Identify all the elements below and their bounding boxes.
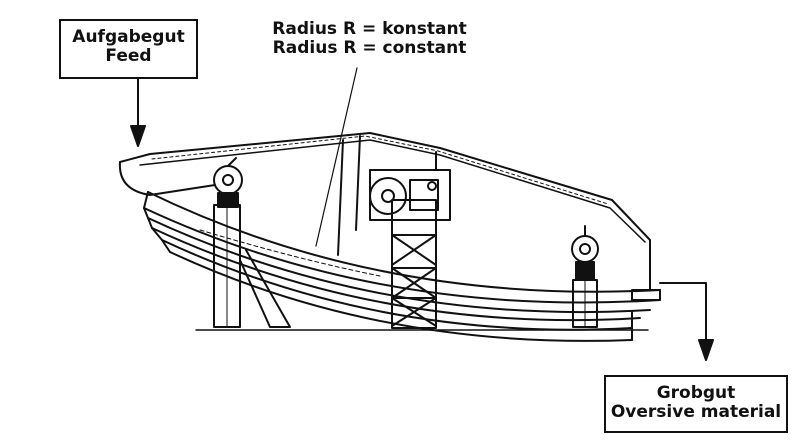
feed-label-english: Feed xyxy=(105,46,152,66)
radius-leader-line xyxy=(315,67,358,247)
oversize-arrow xyxy=(659,282,714,361)
radius-label-english: Radius R = constant xyxy=(272,38,467,58)
drive-frame xyxy=(369,151,451,329)
radius-annotation: Radius R = konstant Radius R = constant xyxy=(252,20,487,58)
radius-label-german: Radius R = konstant xyxy=(272,19,467,39)
right-support xyxy=(571,225,599,328)
oversize-label-box: Grobgut Oversive material xyxy=(604,375,788,433)
curved-screen-deck xyxy=(143,191,661,342)
oversize-label-german: Grobgut xyxy=(656,383,736,403)
dust-hood xyxy=(118,132,651,291)
left-support xyxy=(213,157,291,328)
feed-label-box: Aufgabegut Feed xyxy=(59,19,198,79)
feed-label-german: Aufgabegut xyxy=(72,27,185,47)
feed-arrow xyxy=(130,75,146,147)
drive-motor xyxy=(369,177,407,215)
oversize-label-english: Oversive material xyxy=(610,402,782,422)
